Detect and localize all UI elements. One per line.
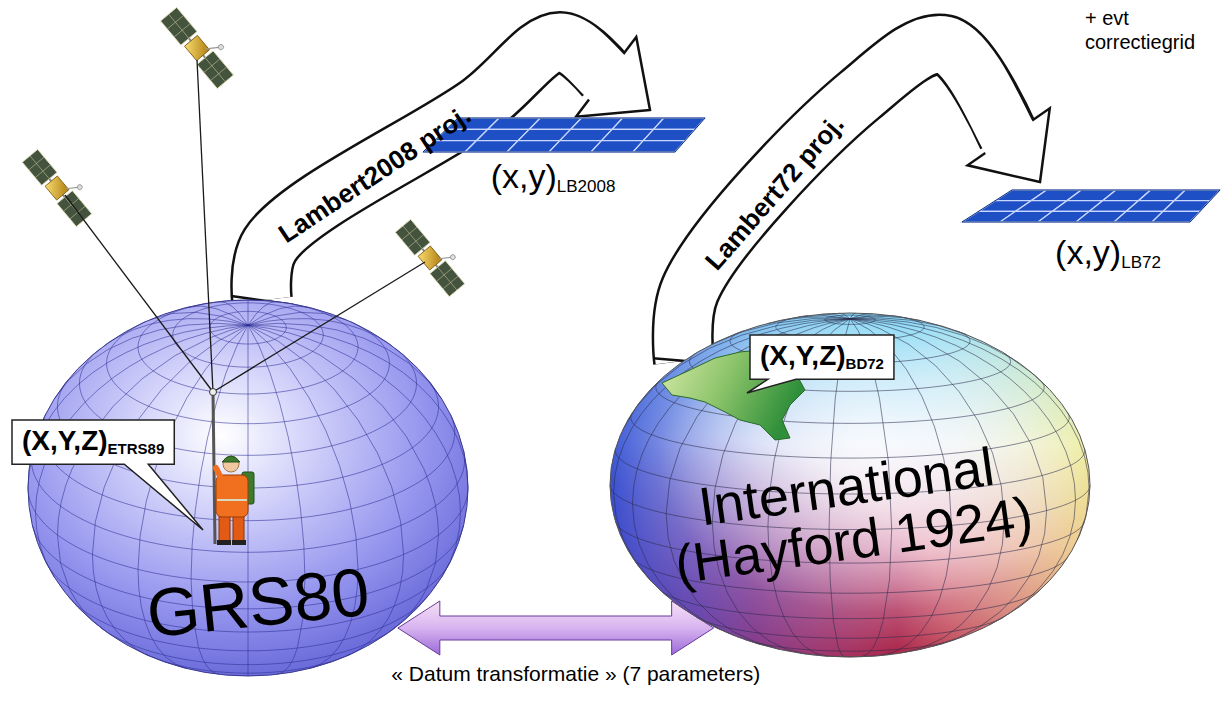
- edge-label-slot: « Datum transformatie » (7 parameters): [391, 662, 760, 686]
- edge-label-slot: Lambert72 proj.: [700, 109, 851, 276]
- grid-shape: [958, 182, 1224, 232]
- ellipsoid-surface: [610, 313, 1090, 657]
- graticule-lines: [28, 300, 468, 676]
- callout-outline: [747, 335, 894, 393]
- graticule: [610, 313, 1090, 657]
- double-arrow-shape: [398, 601, 714, 655]
- grid-cell: [643, 129, 695, 140]
- ellipsoid-surface: [610, 313, 1090, 657]
- datum-subscript: BD72: [846, 355, 884, 372]
- projection-label: Lambert2008 proj.: [274, 100, 477, 249]
- projection-grid: (x,y)LB72: [958, 182, 1224, 276]
- coordinate-symbol: (x,y): [1055, 233, 1121, 271]
- coordinate-symbol: (X,Y,Z): [22, 425, 108, 456]
- datum-subscript: ETRS89: [108, 440, 165, 457]
- projection-subscript: LB72: [1121, 253, 1161, 272]
- sight-line: [65, 195, 213, 392]
- grid-cell: [1174, 190, 1220, 201]
- note-text: + evt correctiegrid: [1085, 6, 1210, 54]
- projection-subscript: LB2008: [557, 177, 616, 196]
- callout-outline: [12, 420, 203, 530]
- ellipsoid: (X,Y,Z)BD72International (Hayford 1924): [610, 313, 1090, 657]
- grid-cell: [633, 141, 685, 152]
- coordinate-symbol: (X,Y,Z): [760, 340, 846, 371]
- arrow-band-outline: [261, 42, 606, 300]
- coordinate-callout: (X,Y,Z)ETRS89: [12, 420, 174, 464]
- note-slot: + evt correctiegrid: [1085, 6, 1210, 54]
- sight-line: [197, 60, 213, 392]
- grid-cell: [1152, 211, 1200, 222]
- graticule: [28, 300, 468, 676]
- satellite: [161, 0, 242, 88]
- grid-outline: [962, 190, 1220, 222]
- ellipsoid-surface: [610, 313, 1090, 657]
- ellipsoid-outline: [610, 313, 1090, 657]
- ellipsoid-surface: [610, 313, 1090, 657]
- reflective-stripe: [217, 499, 247, 501]
- boot: [217, 540, 231, 545]
- surveyor-figure: [65, 60, 425, 545]
- transformation-label: « Datum transformatie » (7 parameters): [391, 662, 760, 686]
- transformation-arrow: [398, 601, 714, 655]
- graticule-lines: [610, 313, 1090, 657]
- projection-label: Lambert72 proj.: [700, 109, 851, 276]
- ellipsoid: (X,Y,Z)ETRS89GRS80: [28, 300, 468, 676]
- grid-label: (x,y)LB72: [1055, 232, 1161, 274]
- arrow-band-fill: [261, 42, 609, 300]
- grid-cell: [1163, 201, 1210, 212]
- head: [223, 456, 239, 472]
- ellipsoid-outline: [28, 300, 468, 676]
- grid-cell: [654, 118, 705, 129]
- gnss-antenna: [210, 389, 217, 396]
- grid-label: (x,y)LB2008: [491, 156, 616, 198]
- projection-arrow: [231, 37, 650, 305]
- satellite: [395, 213, 472, 297]
- coordinate-callout: (X,Y,Z)BD72: [750, 335, 894, 379]
- sight-line: [213, 262, 425, 392]
- coordinate-symbol: (x,y): [491, 157, 557, 195]
- edge-label-slot: Lambert2008 proj.: [274, 100, 477, 249]
- cap: [222, 456, 240, 462]
- satellite: [22, 143, 99, 227]
- arm: [216, 468, 224, 484]
- boot: [232, 540, 246, 545]
- ellipsoid-surface: [28, 300, 468, 676]
